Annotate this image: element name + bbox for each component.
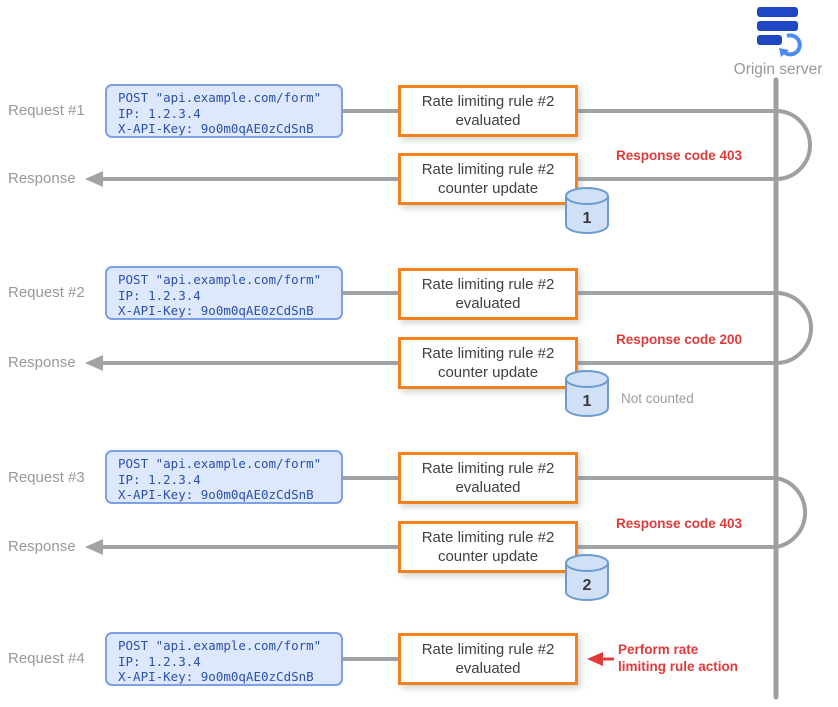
request-line-method: POST "api.example.com/form": [118, 90, 322, 105]
rule-evaluated-box: Rate limiting rule #2 evaluated: [398, 452, 578, 504]
rule-action-line1: Perform rate: [618, 642, 699, 657]
row-label-response-3: Response: [8, 538, 76, 555]
request-payload-box: POST "api.example.com/form" IP: 1.2.3.4 …: [105, 266, 343, 320]
request-line-api-key: X-API-Key: 9o0m0qAE0zCdSnB: [118, 487, 314, 502]
rule-counter-update-box: Rate limiting rule #2 counter update: [398, 153, 578, 205]
request-line-api-key: X-API-Key: 9o0m0qAE0zCdSnB: [118, 121, 314, 136]
rule-action-line2: limiting rule action: [618, 659, 739, 674]
row-label-request-1: Request #1: [8, 102, 85, 119]
request-line-api-key: X-API-Key: 9o0m0qAE0zCdSnB: [118, 669, 314, 684]
counter-database-icon: 1: [565, 370, 609, 417]
rule-box-line1: Rate limiting rule #2: [421, 529, 555, 546]
rule-box-line1: Rate limiting rule #2: [421, 641, 555, 658]
counter-value: 1: [583, 393, 592, 410]
response-code-annotation: Response code 200: [616, 332, 743, 347]
counter-database-icon: 2: [565, 554, 609, 601]
counter-value: 2: [583, 577, 592, 594]
request-line-method: POST "api.example.com/form": [118, 456, 322, 471]
mitigation-arrow-icon: [587, 652, 614, 666]
rule-box-line1: Rate limiting rule #2: [421, 93, 555, 110]
row-label-request-2: Request #2: [8, 284, 85, 301]
row-label-request-3: Request #3: [8, 469, 85, 486]
rule-box-line1: Rate limiting rule #2: [421, 276, 555, 293]
request-line-ip: IP: 1.2.3.4: [118, 471, 201, 487]
request-payload-box: POST "api.example.com/form" IP: 1.2.3.4 …: [105, 84, 343, 138]
request-line-ip: IP: 1.2.3.4: [118, 653, 201, 669]
rule-box-line1: Rate limiting rule #2: [421, 345, 555, 362]
rule-box-line2: evaluated: [455, 660, 521, 677]
rule-evaluated-box: Rate limiting rule #2 evaluated: [398, 633, 578, 685]
request-line-ip: IP: 1.2.3.4: [118, 105, 201, 121]
gray-connector-lines: [100, 109, 776, 661]
request-line-api-key: X-API-Key: 9o0m0qAE0zCdSnB: [118, 303, 314, 318]
rule-box-line2: counter update: [437, 364, 539, 381]
rule-evaluated-box: Rate limiting rule #2 evaluated: [398, 268, 578, 320]
response-code-annotation: Response code 403: [616, 148, 743, 163]
rule-box-line2: evaluated: [455, 479, 521, 496]
request-line-ip: IP: 1.2.3.4: [118, 287, 201, 303]
rule-counter-update-box: Rate limiting rule #2 counter update: [398, 521, 578, 573]
row-label-response-2: Response: [8, 354, 76, 371]
request-line-method: POST "api.example.com/form": [118, 638, 322, 653]
rule-box-line1: Rate limiting rule #2: [421, 460, 555, 477]
request-payload-box: POST "api.example.com/form" IP: 1.2.3.4 …: [105, 450, 343, 504]
origin-server-icon: [757, 7, 802, 57]
request-line-method: POST "api.example.com/form": [118, 272, 322, 287]
rule-box-line1: Rate limiting rule #2: [421, 161, 555, 178]
timeline-processing-arcs: [775, 109, 813, 549]
row-label-response-1: Response: [8, 170, 76, 187]
response-arrow-left-icons: [85, 171, 103, 555]
rule-action-annotation: Perform rate limiting rule action: [618, 641, 738, 675]
counter-database-icon: 1: [565, 187, 609, 234]
row-label-request-4: Request #4: [8, 650, 85, 667]
rule-box-line2: evaluated: [455, 295, 521, 312]
rule-box-line2: evaluated: [455, 112, 521, 129]
not-counted-note: Not counted: [621, 391, 694, 406]
counter-value: 1: [583, 210, 592, 227]
response-code-annotation: Response code 403: [616, 516, 743, 531]
rule-box-line2: counter update: [437, 548, 539, 565]
rule-box-line2: counter update: [437, 180, 539, 197]
request-payload-box: POST "api.example.com/form" IP: 1.2.3.4 …: [105, 632, 343, 686]
entity-label: Origin server: [733, 61, 823, 78]
rule-counter-update-box: Rate limiting rule #2 counter update: [398, 337, 578, 389]
rule-evaluated-box: Rate limiting rule #2 evaluated: [398, 85, 578, 137]
